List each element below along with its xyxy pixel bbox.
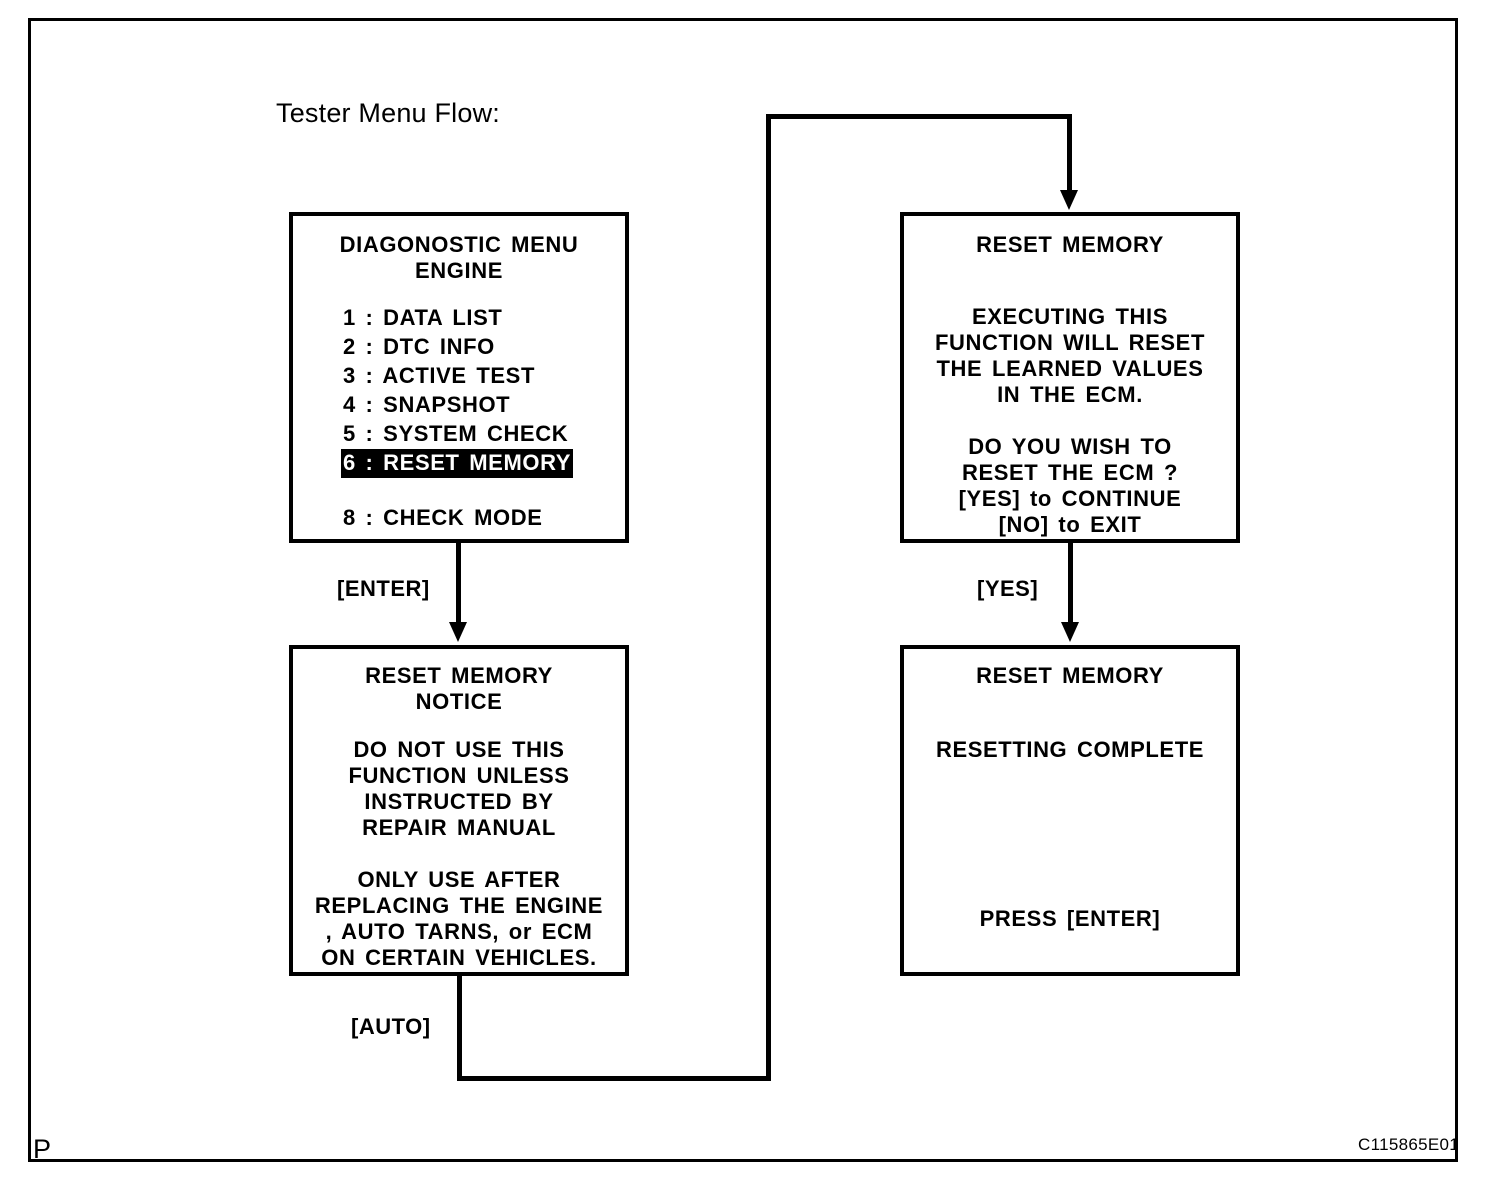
menu-item-dtc-info[interactable]: 2 : DTC INFO <box>343 334 495 359</box>
confirm-p1-line1: EXECUTING THIS <box>972 304 1168 329</box>
confirm-no-option[interactable]: [NO] to EXIT <box>998 512 1142 537</box>
complete-status: RESETTING COMPLETE <box>935 737 1205 762</box>
connector-enter-line <box>456 543 461 622</box>
connector-auto-hline-bottom <box>457 1076 771 1081</box>
connector-yes-line <box>1068 543 1073 622</box>
screen-reset-memory-complete: RESET MEMORY RESETTING COMPLETE PRESS [E… <box>900 645 1240 976</box>
notice-p2-line4: ON CERTAIN VEHICLES. <box>321 945 597 970</box>
connector-enter-arrow-icon <box>449 622 467 642</box>
connector-auto-vline-into-box3 <box>1067 114 1072 192</box>
diagnostic-menu-title-line2: ENGINE <box>415 258 503 283</box>
confirm-p1-line2: FUNCTION WILL RESET <box>935 330 1205 355</box>
screen-reset-memory-confirm: RESET MEMORY EXECUTING THIS FUNCTION WIL… <box>900 212 1240 543</box>
notice-title-line2: NOTICE <box>415 689 503 714</box>
confirm-p1-line3: THE LEARNED VALUES <box>936 356 1204 381</box>
menu-item-active-test[interactable]: 3 : ACTIVE TEST <box>343 363 535 388</box>
confirm-yes-option[interactable]: [YES] to CONTINUE <box>958 486 1182 511</box>
notice-p1-line1: DO NOT USE THIS <box>353 737 565 762</box>
connector-auto-vline-up <box>766 114 771 1081</box>
notice-p1-line3: INSTRUCTED BY <box>364 789 554 814</box>
notice-paragraph-2: ONLY USE AFTER REPLACING THE ENGINE , AU… <box>293 867 625 971</box>
menu-item-data-list[interactable]: 1 : DATA LIST <box>343 305 503 330</box>
notice-p2-line2: REPLACING THE ENGINE <box>314 893 604 918</box>
connector-auto-label: [AUTO] <box>351 1014 431 1039</box>
confirm-paragraph-2: DO YOU WISH TO RESET THE ECM ? [YES] to … <box>904 434 1236 538</box>
notice-title-line1: RESET MEMORY <box>365 663 553 688</box>
screen-diagnostic-menu: DIAGONOSTIC MENU ENGINE 1 : DATA LIST 2 … <box>289 212 629 543</box>
corner-marker: P <box>33 1134 52 1164</box>
notice-p2-line3: , AUTO TARNS, or ECM <box>325 919 593 944</box>
menu-item-reset-memory-selected[interactable]: 6 : RESET MEMORY <box>341 449 574 478</box>
figure-code: C115865E01 <box>1358 1135 1459 1154</box>
menu-item-check-mode[interactable]: 8 : CHECK MODE <box>343 505 543 530</box>
page-title: Tester Menu Flow: <box>276 98 500 128</box>
connector-enter-label: [ENTER] <box>337 576 430 601</box>
page-border <box>28 18 1458 1162</box>
menu-spacer <box>341 478 615 504</box>
diagnostic-menu-list: 1 : DATA LIST 2 : DTC INFO 3 : ACTIVE TE… <box>341 304 615 533</box>
menu-item-system-check[interactable]: 5 : SYSTEM CHECK <box>343 421 569 446</box>
confirm-paragraph-1: EXECUTING THIS FUNCTION WILL RESET THE L… <box>904 304 1236 408</box>
confirm-title: RESET MEMORY <box>976 232 1164 257</box>
confirm-p2-line1: DO YOU WISH TO <box>968 434 1172 459</box>
notice-p2-line1: ONLY USE AFTER <box>357 867 561 892</box>
connector-yes-label: [YES] <box>977 576 1039 601</box>
menu-item-snapshot[interactable]: 4 : SNAPSHOT <box>343 392 511 417</box>
complete-prompt[interactable]: PRESS [ENTER] <box>979 906 1161 931</box>
confirm-p2-line2: RESET THE ECM ? <box>961 460 1178 485</box>
notice-paragraph-1: DO NOT USE THIS FUNCTION UNLESS INSTRUCT… <box>293 737 625 841</box>
notice-p1-line4: REPAIR MANUAL <box>362 815 556 840</box>
screen-reset-memory-notice: RESET MEMORY NOTICE DO NOT USE THIS FUNC… <box>289 645 629 976</box>
complete-title: RESET MEMORY <box>976 663 1164 688</box>
diagnostic-menu-title-line1: DIAGONOSTIC MENU <box>339 232 579 257</box>
connector-yes-arrow-icon <box>1061 622 1079 642</box>
connector-auto-hline-top <box>766 114 1072 119</box>
confirm-p1-line4: IN THE ECM. <box>997 382 1143 407</box>
notice-p1-line2: FUNCTION UNLESS <box>348 763 570 788</box>
connector-auto-arrow-icon <box>1060 190 1078 210</box>
connector-auto-vline-down <box>457 976 462 1080</box>
